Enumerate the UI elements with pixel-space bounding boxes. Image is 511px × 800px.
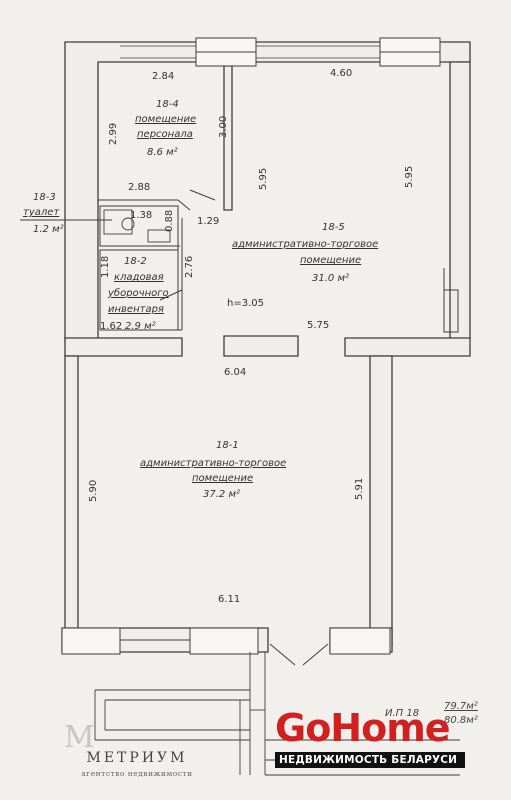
- gohome-tagline: НЕДВИЖИМОСТЬ БЕЛАРУСИ: [275, 752, 465, 768]
- stamp-area-2: 80.8м²: [444, 715, 478, 726]
- niche: [443, 289, 459, 333]
- metrium-name: МЕТРИУМ: [86, 750, 188, 766]
- toilet-icon: [121, 217, 135, 231]
- metrium-mark-icon: M: [64, 720, 95, 755]
- dim-5-95-right: 5.95: [404, 166, 415, 188]
- room-18-3-number: 18-3: [33, 192, 56, 203]
- wall-right-lower: [369, 355, 393, 647]
- wall-left-lower: [64, 355, 79, 647]
- room-18-3-name: туалет: [23, 207, 60, 218]
- gohome-home: Home: [330, 706, 450, 750]
- room-18-1-number: 18-1: [216, 440, 239, 451]
- window-bottom-right: [329, 627, 391, 655]
- dim-5-91: 5.91: [354, 478, 365, 500]
- windows: [61, 37, 441, 655]
- room-18-4-name-2: персонала: [137, 129, 193, 140]
- room-18-1-name-2: помещение: [192, 473, 253, 484]
- room-18-5-number: 18-5: [322, 222, 345, 233]
- room-18-5-name-2: помещение: [300, 255, 361, 266]
- gohome-wordmark: GoHome: [275, 708, 465, 748]
- room-18-2-name-2: уборочного: [107, 287, 169, 299]
- sink-icon: [147, 229, 171, 243]
- room-18-4-area: 8.6 м²: [147, 147, 178, 158]
- toilet-fixtures: [103, 209, 171, 243]
- dim-6-11: 6.11: [218, 594, 240, 605]
- dim-1-18: 1.18: [100, 256, 111, 278]
- dim-2-84: 2.84: [152, 71, 174, 82]
- dim-1-62: 1.62: [100, 321, 122, 332]
- stamp-code: И.П 18: [385, 708, 420, 719]
- room-18-5-name-1: административно-торговое: [232, 239, 378, 250]
- interior-lines: [98, 189, 459, 666]
- dim-5-95-left: 5.95: [258, 168, 269, 190]
- toilet-bowl: [103, 209, 133, 235]
- dim-1-38: 1.38: [130, 210, 152, 221]
- dim-3-00: 3.00: [218, 116, 229, 138]
- walls: [61, 41, 471, 653]
- dim-4-60: 4.60: [330, 68, 352, 79]
- dim-1-29: 1.29: [197, 216, 219, 227]
- dim-2-99: 2.99: [108, 123, 119, 145]
- ceiling-height: h=3.05: [227, 298, 264, 309]
- room-18-3-area: 1.2 м²: [33, 224, 64, 235]
- room-18-2-area: 2.9 м²: [125, 321, 156, 332]
- window-bottom-left: [61, 627, 121, 655]
- gohome-go: Go: [275, 706, 331, 750]
- room-18-5-area: 31.0 м²: [312, 273, 349, 284]
- wall-right-upper: [449, 61, 471, 341]
- wall-middle-left: [64, 337, 183, 357]
- room-18-4-name-1: помещение: [135, 114, 196, 125]
- column: [223, 335, 299, 357]
- room-18-1-area: 37.2 м²: [203, 489, 240, 500]
- room-18-1-name-1: административно-торговое: [140, 458, 286, 469]
- gohome-logo: GoHome НЕДВИЖИМОСТЬ БЕЛАРУСИ: [275, 708, 465, 774]
- metrium-subtitle: агентство недвижимости: [81, 769, 193, 778]
- stamp-areas: 79.7м² 80.8м²: [444, 700, 478, 728]
- dim-6-04: 6.04: [224, 367, 246, 378]
- stamp-area-1: 79.7м²: [444, 701, 478, 712]
- glazing: [120, 45, 380, 59]
- dim-2-76: 2.76: [184, 256, 195, 278]
- room-18-2-name-3: инвентаря: [108, 304, 164, 315]
- dim-2-88: 2.88: [128, 182, 150, 193]
- dim-0-88: 0.88: [164, 210, 175, 232]
- room-18-2-number: 18-2: [124, 256, 147, 267]
- room-18-2-name-1: кладовая: [114, 272, 164, 283]
- wall-middle-right: [344, 337, 471, 357]
- metrium-logo: M МЕТРИУМ агентство недвижимости: [62, 720, 212, 792]
- dim-5-75: 5.75: [307, 320, 329, 331]
- window-bottom-mid: [189, 627, 259, 655]
- dim-5-90: 5.90: [88, 480, 99, 502]
- room-18-4-number: 18-4: [156, 99, 179, 110]
